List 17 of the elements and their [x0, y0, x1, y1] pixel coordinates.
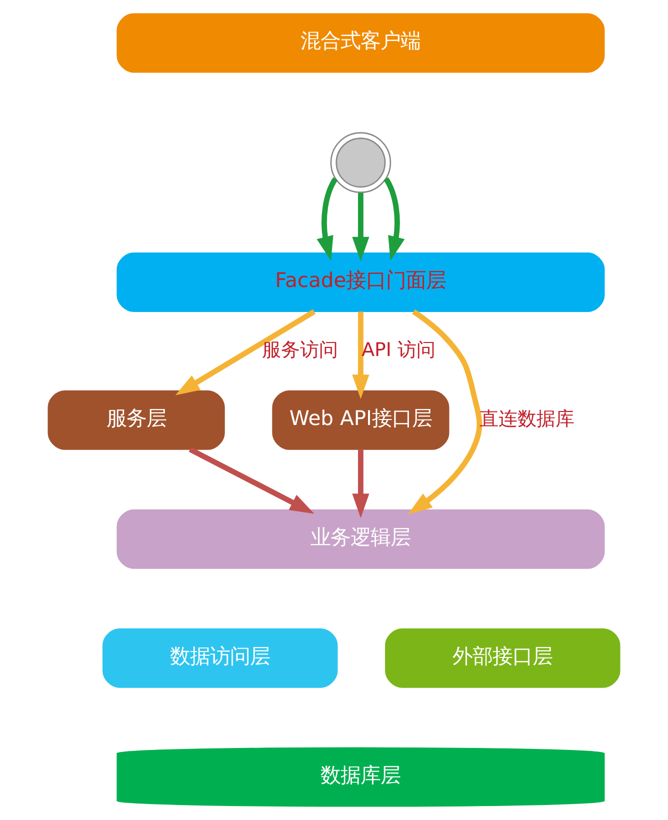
- node-box: 数据访问层: [102, 628, 338, 688]
- arrow: [352, 192, 370, 262]
- node-box: 业务逻辑层: [116, 509, 605, 569]
- node-picture: [330, 132, 392, 194]
- node-box: 服务层: [48, 390, 225, 450]
- arrow: [352, 450, 370, 518]
- arrow: [384, 177, 405, 261]
- node-box: 混合式客户端: [116, 13, 605, 73]
- arrow: [188, 446, 314, 514]
- edge-label: 服务访问: [262, 339, 338, 362]
- arrow: [316, 177, 338, 261]
- node-box: Web API接口层: [272, 390, 450, 450]
- node-box: 外部接口层: [385, 628, 620, 688]
- arrow: [175, 309, 316, 396]
- node-box: Facade接口门面层: [116, 252, 605, 312]
- arrow: [408, 309, 482, 514]
- arrow: [352, 312, 370, 399]
